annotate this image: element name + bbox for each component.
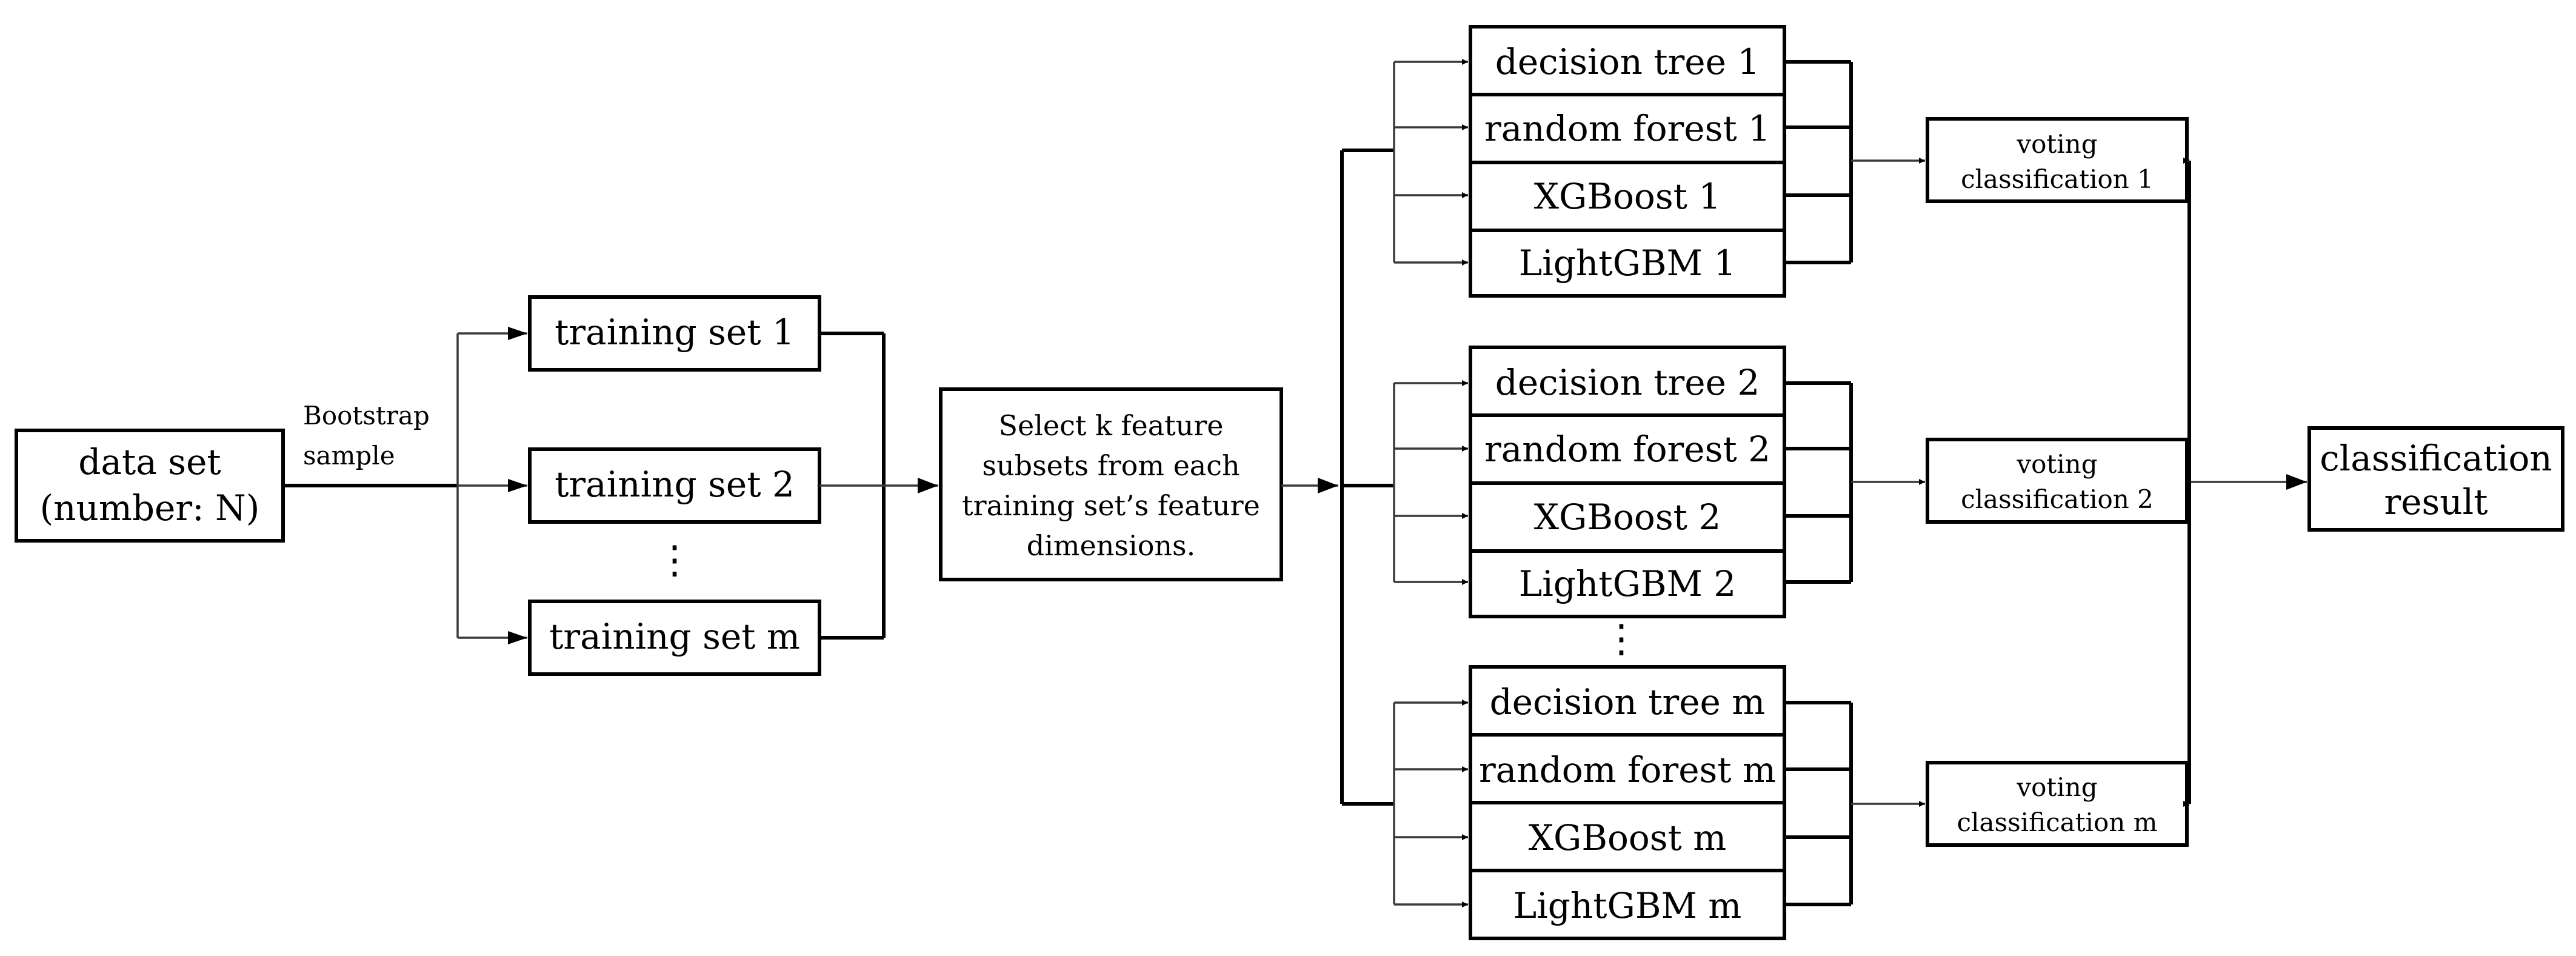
model-box xyxy=(1469,229,1786,298)
bootstrap-label: Bootstrap xyxy=(303,401,430,430)
result-label: classification xyxy=(2320,438,2552,479)
voting-box xyxy=(1926,438,2189,524)
model-label: random forest 2 xyxy=(1484,429,1770,470)
voting-label: voting xyxy=(2016,772,2097,802)
model-label: LightGBM m xyxy=(1513,885,1742,926)
training-set-1: training set 1 xyxy=(528,295,821,372)
voting-box xyxy=(1926,761,2189,847)
training-merge-connectors xyxy=(819,332,938,640)
feature-selection-text-3: training set’s feature xyxy=(962,489,1260,522)
training-set-label: training set m xyxy=(549,616,800,657)
model-label: random forest 1 xyxy=(1484,108,1770,149)
model-label: XGBoost m xyxy=(1529,817,1727,858)
voting-label: voting xyxy=(2016,449,2097,479)
model-group-m: decision tree m random forest m XGBoost … xyxy=(1393,665,2189,940)
model-box xyxy=(1469,733,1786,804)
model-label: decision tree m xyxy=(1490,681,1766,723)
model-box xyxy=(1469,481,1786,553)
model-label: LightGBM 1 xyxy=(1519,242,1737,284)
feature-split-connectors xyxy=(1281,149,1394,806)
model-label: decision tree 2 xyxy=(1495,362,1760,403)
voting-label-detail: classification 2 xyxy=(1961,484,2154,514)
model-box xyxy=(1469,93,1786,164)
bootstrap-sample-label: sample xyxy=(303,441,395,470)
training-ellipsis: ⋮ xyxy=(655,538,694,583)
feature-selection-node: Select k feature subsets from each train… xyxy=(939,387,1283,581)
model-label: random forest m xyxy=(1479,749,1776,791)
voting-label: voting xyxy=(2016,129,2097,159)
voting-label-detail: classification 1 xyxy=(1961,164,2154,194)
training-set-2: training set 2 xyxy=(528,447,821,524)
result-merge-connectors xyxy=(2183,158,2307,807)
model-label: XGBoost 2 xyxy=(1534,496,1721,538)
training-set-m: training set m xyxy=(528,600,821,676)
model-group-ellipsis: ⋮ xyxy=(1602,617,1641,661)
model-label: LightGBM 2 xyxy=(1519,563,1737,604)
voting-label-detail: classification m xyxy=(1957,807,2158,837)
model-label: decision tree 1 xyxy=(1495,41,1760,82)
model-group-2: decision tree 2 random forest 2 XGBoost … xyxy=(1393,346,2189,618)
dataset-label: data set xyxy=(78,441,221,483)
model-box xyxy=(1469,801,1786,872)
model-box xyxy=(1469,413,1786,485)
model-label: XGBoost 1 xyxy=(1534,176,1721,217)
bootstrap-connectors xyxy=(283,327,527,644)
training-set-label: training set 2 xyxy=(555,464,795,505)
training-set-label: training set 1 xyxy=(555,312,795,353)
feature-selection-text-1: Select k feature xyxy=(998,409,1223,442)
result-label-detail: result xyxy=(2384,481,2488,523)
model-group-1: decision tree 1 random forest 1 XGBoost … xyxy=(1393,25,2189,298)
dataset-node: data set (number: N) xyxy=(15,429,285,543)
feature-selection-text-2: subsets from each xyxy=(982,449,1240,482)
voting-box xyxy=(1926,117,2189,203)
classification-result-node: classification result xyxy=(2307,426,2564,532)
dataset-count-label: (number: N) xyxy=(40,487,260,529)
feature-selection-text-4: dimensions. xyxy=(1027,529,1196,562)
